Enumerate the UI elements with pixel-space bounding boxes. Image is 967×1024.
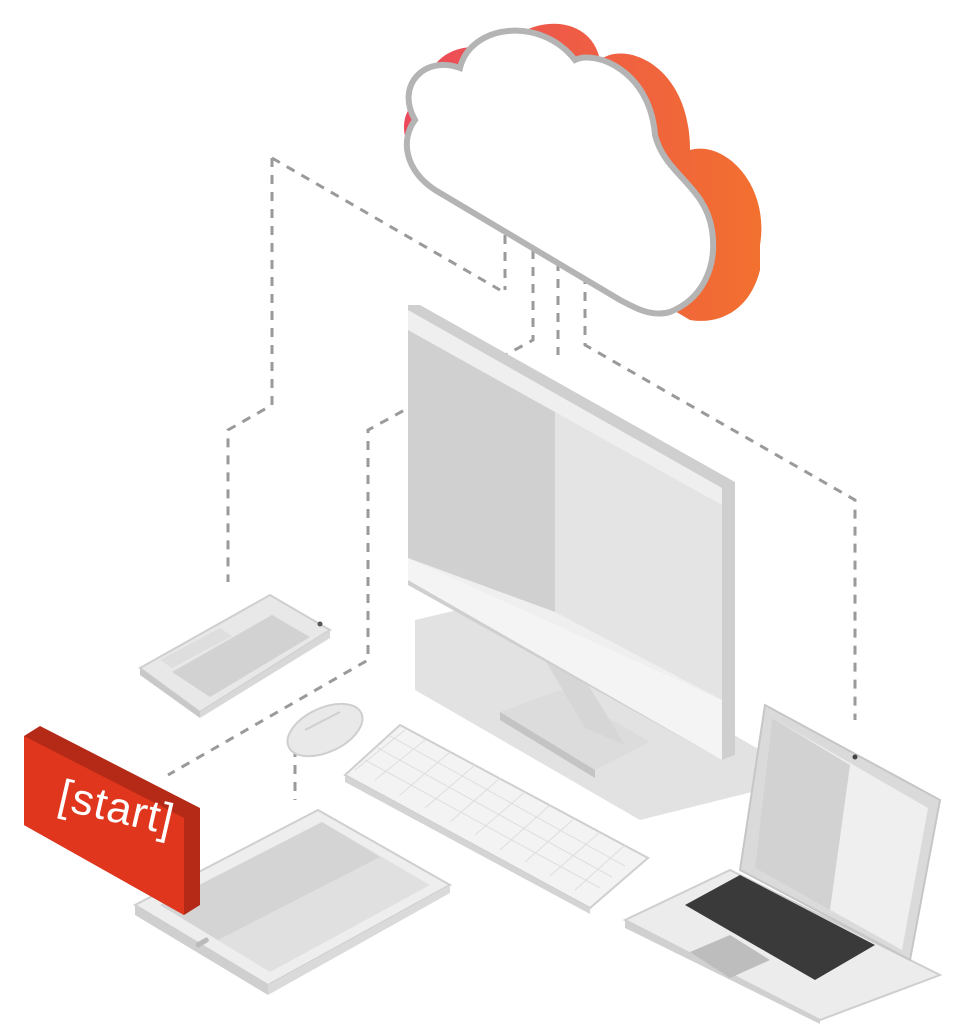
tablet-icon (132, 808, 453, 995)
cloud-icon (403, 23, 762, 321)
start-badge: [start] (24, 726, 200, 915)
smartphone-icon (138, 593, 332, 718)
monitor-icon (408, 305, 735, 760)
laptop-icon (622, 703, 943, 1024)
connector-lines (167, 156, 857, 800)
monitor-stand (500, 660, 650, 778)
mouse-icon (286, 702, 364, 758)
keyboard-icon (343, 723, 650, 914)
